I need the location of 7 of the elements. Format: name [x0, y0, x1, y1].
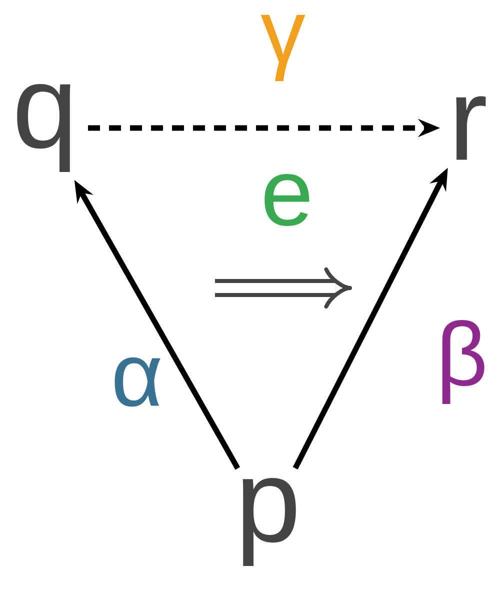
node-letter: p: [242, 478, 296, 566]
edge-label: γ: [260, 14, 306, 82]
edge-label: α: [114, 357, 160, 407]
node-letter: r: [456, 96, 486, 160]
cell-label: e: [264, 174, 310, 226]
edge-label: β: [442, 320, 484, 404]
node-letter: q: [17, 84, 70, 172]
